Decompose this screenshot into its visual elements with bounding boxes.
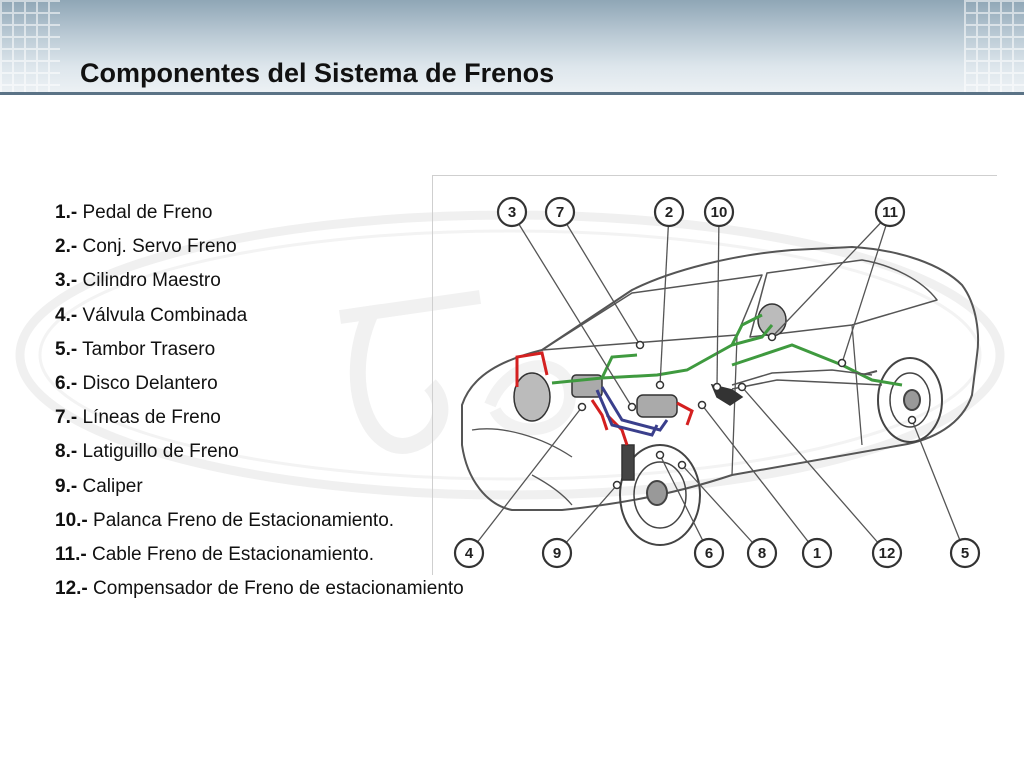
front-wheel (619, 444, 701, 546)
list-item: 2.- Conj. Servo Freno (55, 234, 464, 268)
callout-number: 10 (711, 204, 728, 221)
component-label: Tambor Trasero (82, 338, 216, 360)
callout-number: 2 (665, 204, 673, 221)
parking-brake-cables (731, 369, 883, 390)
component-number: 5.- (55, 338, 78, 360)
callout-number: 1 (813, 545, 821, 562)
component-number: 3.- (55, 270, 78, 292)
component-label: Conj. Servo Freno (82, 236, 237, 258)
callout-7: 7 (544, 196, 576, 228)
component-number: 9.- (55, 475, 78, 497)
component-number: 1.- (55, 202, 78, 223)
component-label: Válvula Combinada (82, 304, 248, 326)
callout-9: 9 (541, 537, 573, 569)
brake-lines-blue (595, 386, 669, 437)
callout-number: 4 (465, 545, 474, 562)
callout-3: 3 (496, 196, 528, 228)
brake-system-diagram: 3 7 2 10 11 4 9 6 8 1 12 5 (432, 175, 997, 575)
list-item: 6.- Disco Delantero (55, 371, 464, 405)
component-label: Cilindro Maestro (82, 270, 221, 292)
callout-number: 5 (961, 545, 969, 562)
component-label: Caliper (82, 475, 143, 497)
component-label: Pedal de Freno (82, 202, 213, 223)
callout-12: 12 (871, 537, 903, 569)
component-label: Cable Freno de Estacionamiento. (91, 543, 374, 565)
component-number: 8.- (55, 441, 78, 463)
list-item: 10.- Palanca Freno de Estacionamiento. (55, 508, 464, 542)
component-number: 4.- (55, 304, 78, 326)
component-list: 1.- Pedal de Freno 2.- Conj. Servo Freno… (55, 200, 464, 610)
component-number: 12.- (55, 578, 88, 600)
callout-4: 4 (453, 537, 485, 569)
component-number: 6.- (55, 372, 78, 394)
brake-lines-red (515, 351, 694, 446)
slide-title: Componentes del Sistema de Frenos (80, 58, 555, 88)
component-number: 10.- (55, 509, 88, 531)
rear-wheel (877, 357, 943, 443)
slide-header (0, 0, 1024, 95)
component-label: Disco Delantero (82, 372, 218, 394)
callout-anchor-dots (577, 332, 917, 490)
component-label: Compensador de Freno de estacionamiento (93, 578, 464, 600)
header-rule (0, 92, 1024, 95)
callout-2: 2 (653, 196, 685, 228)
list-item: 12.- Compensador de Freno de estacionami… (55, 576, 464, 610)
list-item: 7.- Líneas de Freno (55, 405, 464, 439)
callout-number: 6 (705, 545, 713, 562)
callout-8: 8 (746, 537, 778, 569)
component-number: 2.- (55, 236, 78, 258)
callout-leader-lines (468, 212, 966, 554)
callout-number: 7 (556, 204, 564, 221)
car-outline (461, 246, 980, 511)
component-label: Palanca Freno de Estacionamiento. (93, 509, 395, 531)
callout-5: 5 (949, 537, 981, 569)
callout-number: 12 (879, 545, 896, 562)
brake-components (513, 303, 787, 481)
component-number: 7.- (55, 407, 78, 429)
list-item: 9.- Caliper (55, 474, 464, 508)
callout-11: 11 (874, 196, 906, 228)
list-item: 8.- Latiguillo de Freno (55, 439, 464, 473)
component-label: Latiguillo de Freno (82, 441, 239, 463)
diagram-frame (432, 175, 997, 575)
header-grid-pattern-right (964, 0, 1024, 95)
list-item: 5.- Tambor Trasero (55, 337, 464, 371)
list-item: 3.- Cilindro Maestro (55, 268, 464, 302)
component-label: Líneas de Freno (82, 407, 221, 429)
callout-number: 9 (553, 545, 561, 562)
callout-10: 10 (703, 196, 735, 228)
list-item: 4.- Válvula Combinada (55, 303, 464, 337)
callout-number: 8 (758, 545, 766, 562)
callout-1: 1 (801, 537, 833, 569)
callout-6: 6 (693, 537, 725, 569)
list-item: 11.- Cable Freno de Estacionamiento. (55, 542, 464, 576)
component-number: 11.- (55, 543, 87, 565)
callout-number: 11 (882, 204, 898, 221)
callout-number: 3 (508, 204, 516, 221)
list-item: 1.- Pedal de Freno (55, 200, 464, 234)
header-grid-pattern-left (0, 0, 60, 95)
